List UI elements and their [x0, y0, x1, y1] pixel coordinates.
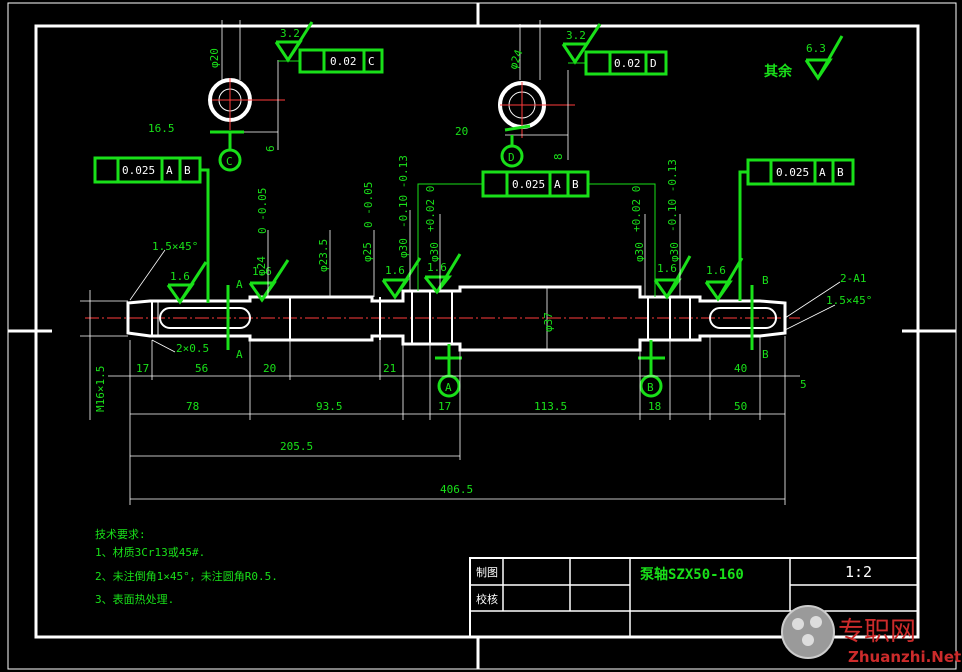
fcf-right: 0.025 A B	[738, 158, 855, 301]
fcf-center-tol: 0.025	[512, 178, 545, 191]
watermark-url: Zhuanzhi.Net	[848, 648, 961, 666]
dia-25: φ25	[361, 242, 374, 262]
section-d-dia: φ24	[507, 48, 526, 71]
dim-17a: 17	[136, 362, 149, 375]
dim-56: 56	[195, 362, 208, 375]
watermark-logo-icon	[781, 605, 835, 659]
drawing-scale: 1:2	[845, 563, 872, 581]
fcf-left-tol: 0.025	[122, 164, 155, 177]
dia-24: φ24	[255, 256, 268, 276]
datum-b: B	[647, 381, 654, 394]
datum-d: D	[508, 151, 515, 164]
section-b-top: B	[762, 274, 769, 287]
dia-37: φ37	[542, 312, 555, 332]
fcf-right-tol: 0.025	[776, 166, 809, 179]
fcf-c: 0.02 C	[278, 48, 384, 74]
fcf-left-datum1: A	[166, 164, 173, 177]
watermark-cn: 专职网	[838, 617, 916, 647]
section-d-width: 20	[455, 125, 468, 138]
dim-406-5: 406.5	[440, 483, 473, 496]
dim-78: 78	[186, 400, 199, 413]
roughness-1: 1.6	[170, 270, 190, 283]
fcf-d-tol: 0.02	[614, 57, 641, 70]
dim-93-5: 93.5	[316, 400, 343, 413]
dia-30-a-tol: -0.10 -0.13	[397, 155, 410, 228]
fcf-center-datum2: B	[572, 178, 579, 191]
roughness-4: 1.6	[427, 261, 447, 274]
section-a-top: A	[236, 278, 243, 291]
fcf-center-datum1: A	[554, 178, 561, 191]
datum-c: C	[226, 155, 233, 168]
fcf-center: 0.025 A B	[417, 170, 656, 297]
checked-label: 校核	[476, 592, 498, 606]
section-c-depth: 6	[264, 145, 277, 152]
fcf-right-datum1: A	[819, 166, 826, 179]
dim-113-5: 113.5	[534, 400, 567, 413]
fcf-c-datum: C	[368, 55, 375, 68]
dim-205-5: 205.5	[280, 440, 313, 453]
thread-callout: M16×1.5	[94, 366, 107, 412]
fcf-d-datum: D	[650, 57, 657, 70]
fcf-c-tol: 0.02	[330, 55, 357, 68]
dia-23-5: φ23.5	[317, 239, 330, 272]
chamfer-right: 1.5×45°	[826, 294, 872, 307]
dimension-lines: 17 56 20 21 40 5 78 93.5 17 113.5 18 50 …	[108, 336, 807, 505]
section-view-d: φ24 20 8 D	[455, 20, 575, 168]
section-view-c: φ20 16.5 6 C	[148, 20, 285, 172]
fcf-right-datum2: B	[837, 166, 844, 179]
shaft-outline	[126, 285, 787, 352]
dia-30-d: φ30	[668, 242, 681, 262]
roughness-d: 3.2	[566, 29, 586, 42]
dia-30-c-tol: +0.02 0	[630, 186, 643, 232]
section-d-depth: 8	[552, 153, 565, 160]
dia-30-c: φ30	[633, 242, 646, 262]
section-marks: A A B B	[226, 274, 769, 361]
roughness-c: 3.2	[280, 27, 300, 40]
section-a-bottom: A	[236, 348, 243, 361]
general-roughness-label: 其余	[764, 63, 793, 80]
watermark: 专职网 Zhuanzhi.Net	[781, 605, 961, 666]
section-c-width: 16.5	[148, 122, 175, 135]
dim-18: 18	[648, 400, 661, 413]
datum-a: A	[445, 381, 452, 394]
center-hole: 2-A1	[840, 272, 867, 285]
dia-24-tol: 0 -0.05	[256, 188, 269, 234]
dim-21: 21	[383, 362, 396, 375]
tech-item-3: 3、表面热处理.	[95, 592, 174, 606]
general-roughness-value: 6.3	[806, 42, 826, 55]
misc-callouts: M16×1.5 1.5×45° 1.5×45° 2-A1 2×0.5	[80, 240, 872, 420]
fcf-left-datum2: B	[184, 164, 191, 177]
dim-20: 20	[263, 362, 276, 375]
tech-item-2: 2、未注倒角1×45°，未注圆角R0.5.	[95, 569, 278, 583]
fcf-d: 0.02 D	[568, 50, 668, 76]
groove-callout: 2×0.5	[176, 342, 209, 355]
roughness-5: 1.6	[657, 262, 677, 275]
datum-markers: A B	[435, 340, 665, 398]
chamfer-left: 1.5×45°	[152, 240, 198, 253]
drawn-label: 制图	[476, 566, 498, 579]
dia-25-tol: 0 -0.05	[362, 182, 375, 228]
roughness-marks: 1.6 1.6 1.6 1.6 1.6 1.6 3.2 3.2 6.3 其余	[166, 21, 844, 305]
tech-requirements: 技术要求: 1、材质3Cr13或45#. 2、未注倒角1×45°，未注圆角R0.…	[95, 528, 278, 606]
tech-item-1: 1、材质3Cr13或45#.	[95, 545, 205, 559]
diameter-callouts: φ24 0 -0.05 φ23.5 φ25 0 -0.05 φ30 -0.10 …	[255, 155, 681, 350]
dia-30-a: φ30	[397, 238, 410, 258]
roughness-3: 1.6	[385, 264, 405, 277]
tech-heading: 技术要求:	[95, 528, 146, 541]
section-b-bottom: B	[762, 348, 769, 361]
dia-30-d-tol: -0.10 -0.13	[666, 159, 679, 232]
dim-17b: 17	[438, 400, 451, 413]
dia-30-b: φ30	[428, 242, 441, 262]
dim-5: 5	[800, 378, 807, 391]
dim-50: 50	[734, 400, 747, 413]
roughness-2: 1.6	[252, 265, 272, 278]
dim-40: 40	[734, 362, 747, 375]
title-block: 制图 校核 泵轴SZX50-160 1:2	[469, 557, 919, 638]
part-title: 泵轴SZX50-160	[640, 566, 744, 583]
fcf-left: 0.025 A B	[93, 156, 210, 303]
roughness-6: 1.6	[706, 264, 726, 277]
section-c-dia: φ20	[208, 48, 221, 68]
dia-30-b-tol: +0.02 0	[424, 186, 437, 232]
